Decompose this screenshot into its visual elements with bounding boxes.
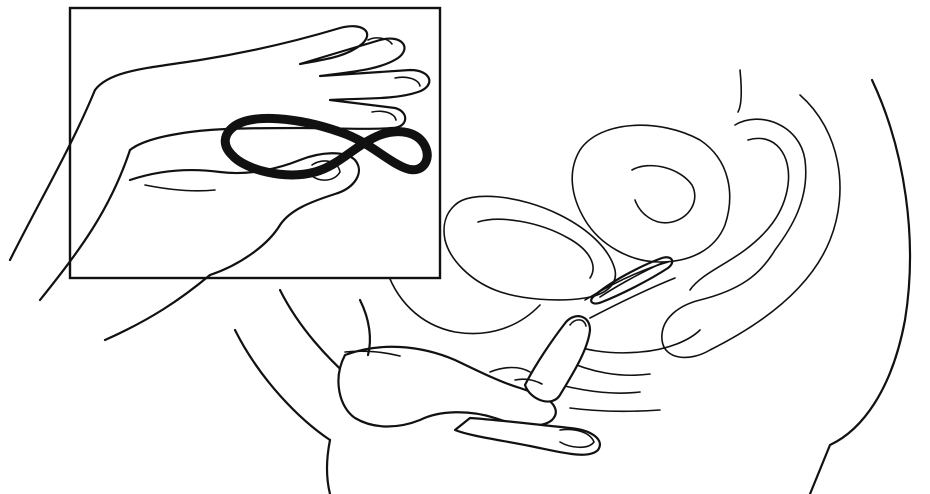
bladder [444, 196, 615, 300]
knuckle-line-2 [490, 368, 530, 373]
forearm-2 [360, 300, 370, 355]
inset-panel [10, 8, 440, 340]
bladder-inner [478, 219, 593, 278]
rectum-inner [690, 138, 789, 290]
palm [338, 347, 555, 427]
perineum-line-4 [570, 408, 660, 411]
uterus [572, 125, 729, 262]
back-outline [810, 80, 910, 494]
lower-finger [455, 418, 600, 455]
inset-forearm-lower [105, 275, 210, 340]
forearm [235, 330, 330, 440]
inserting-hand [235, 290, 600, 494]
vaginal-wall-lower [590, 278, 675, 318]
sacrum-line [738, 70, 741, 112]
uterus-cavity [632, 166, 695, 223]
perineum-line-3 [560, 385, 640, 393]
inserted-ring-inner [600, 263, 662, 297]
thigh-left [327, 440, 330, 494]
